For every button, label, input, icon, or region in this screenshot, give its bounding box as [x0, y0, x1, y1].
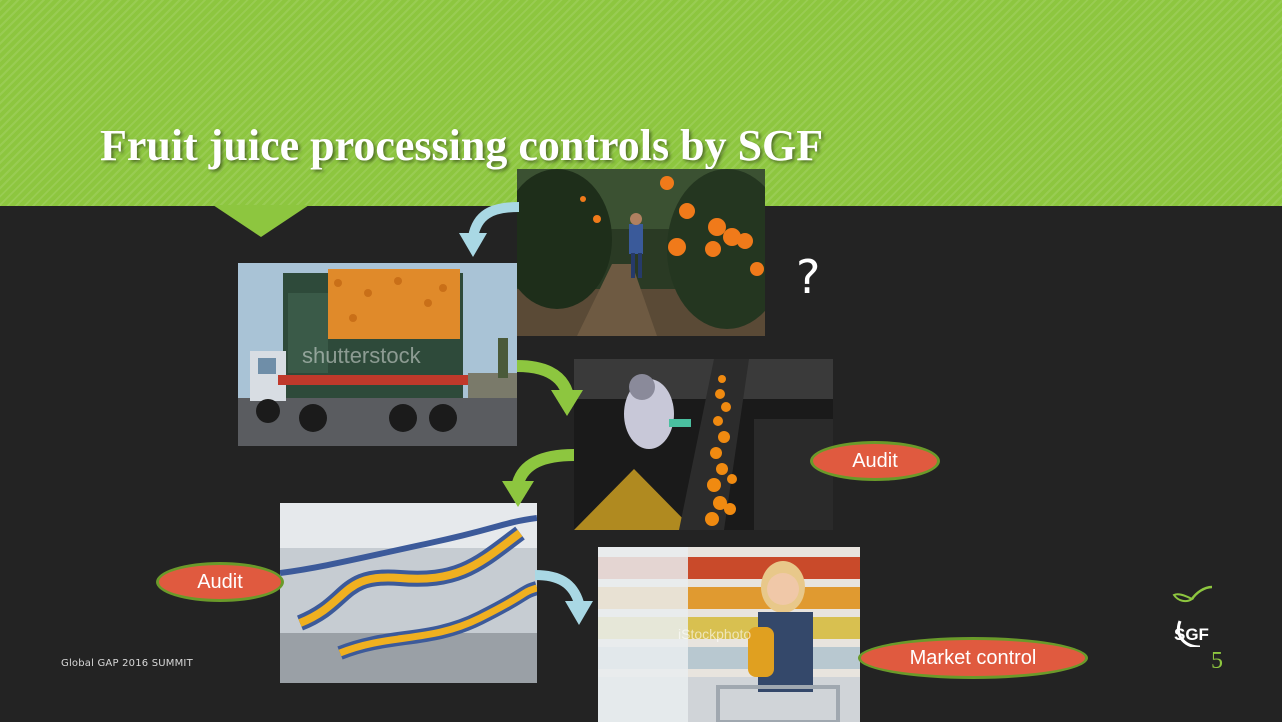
audit-label-sorting: Audit	[810, 441, 940, 481]
green-curved-arrow-icon	[516, 360, 583, 416]
sorting-line-photo	[574, 359, 833, 530]
title-band	[0, 0, 1282, 206]
shopper-photo: iStockphoto	[598, 547, 860, 722]
title-notch	[213, 205, 309, 237]
footer-text: Global GAP 2016 SUMMIT	[61, 658, 193, 669]
audit-label-bottling: Audit	[156, 562, 284, 602]
blue-curved-arrow-icon	[459, 202, 520, 257]
sgf-logo-icon	[1172, 585, 1213, 647]
truck-photo: shutterstock	[238, 263, 517, 446]
bottling-line-photo	[280, 503, 537, 683]
truck-watermark: shutterstock	[302, 343, 422, 368]
sgf-logo-text: SGF	[1174, 625, 1209, 644]
slide-title: Fruit juice processing controls by SGF	[100, 121, 824, 170]
question-mark: ?	[796, 250, 821, 304]
blue-curved-arrow-icon	[535, 570, 593, 625]
page-number: 5	[1211, 648, 1223, 674]
orchard-photo	[517, 169, 765, 336]
shopper-watermark: iStockphoto	[678, 626, 751, 642]
green-curved-arrow-icon	[502, 449, 575, 507]
market-control-label: Market control	[858, 637, 1088, 679]
